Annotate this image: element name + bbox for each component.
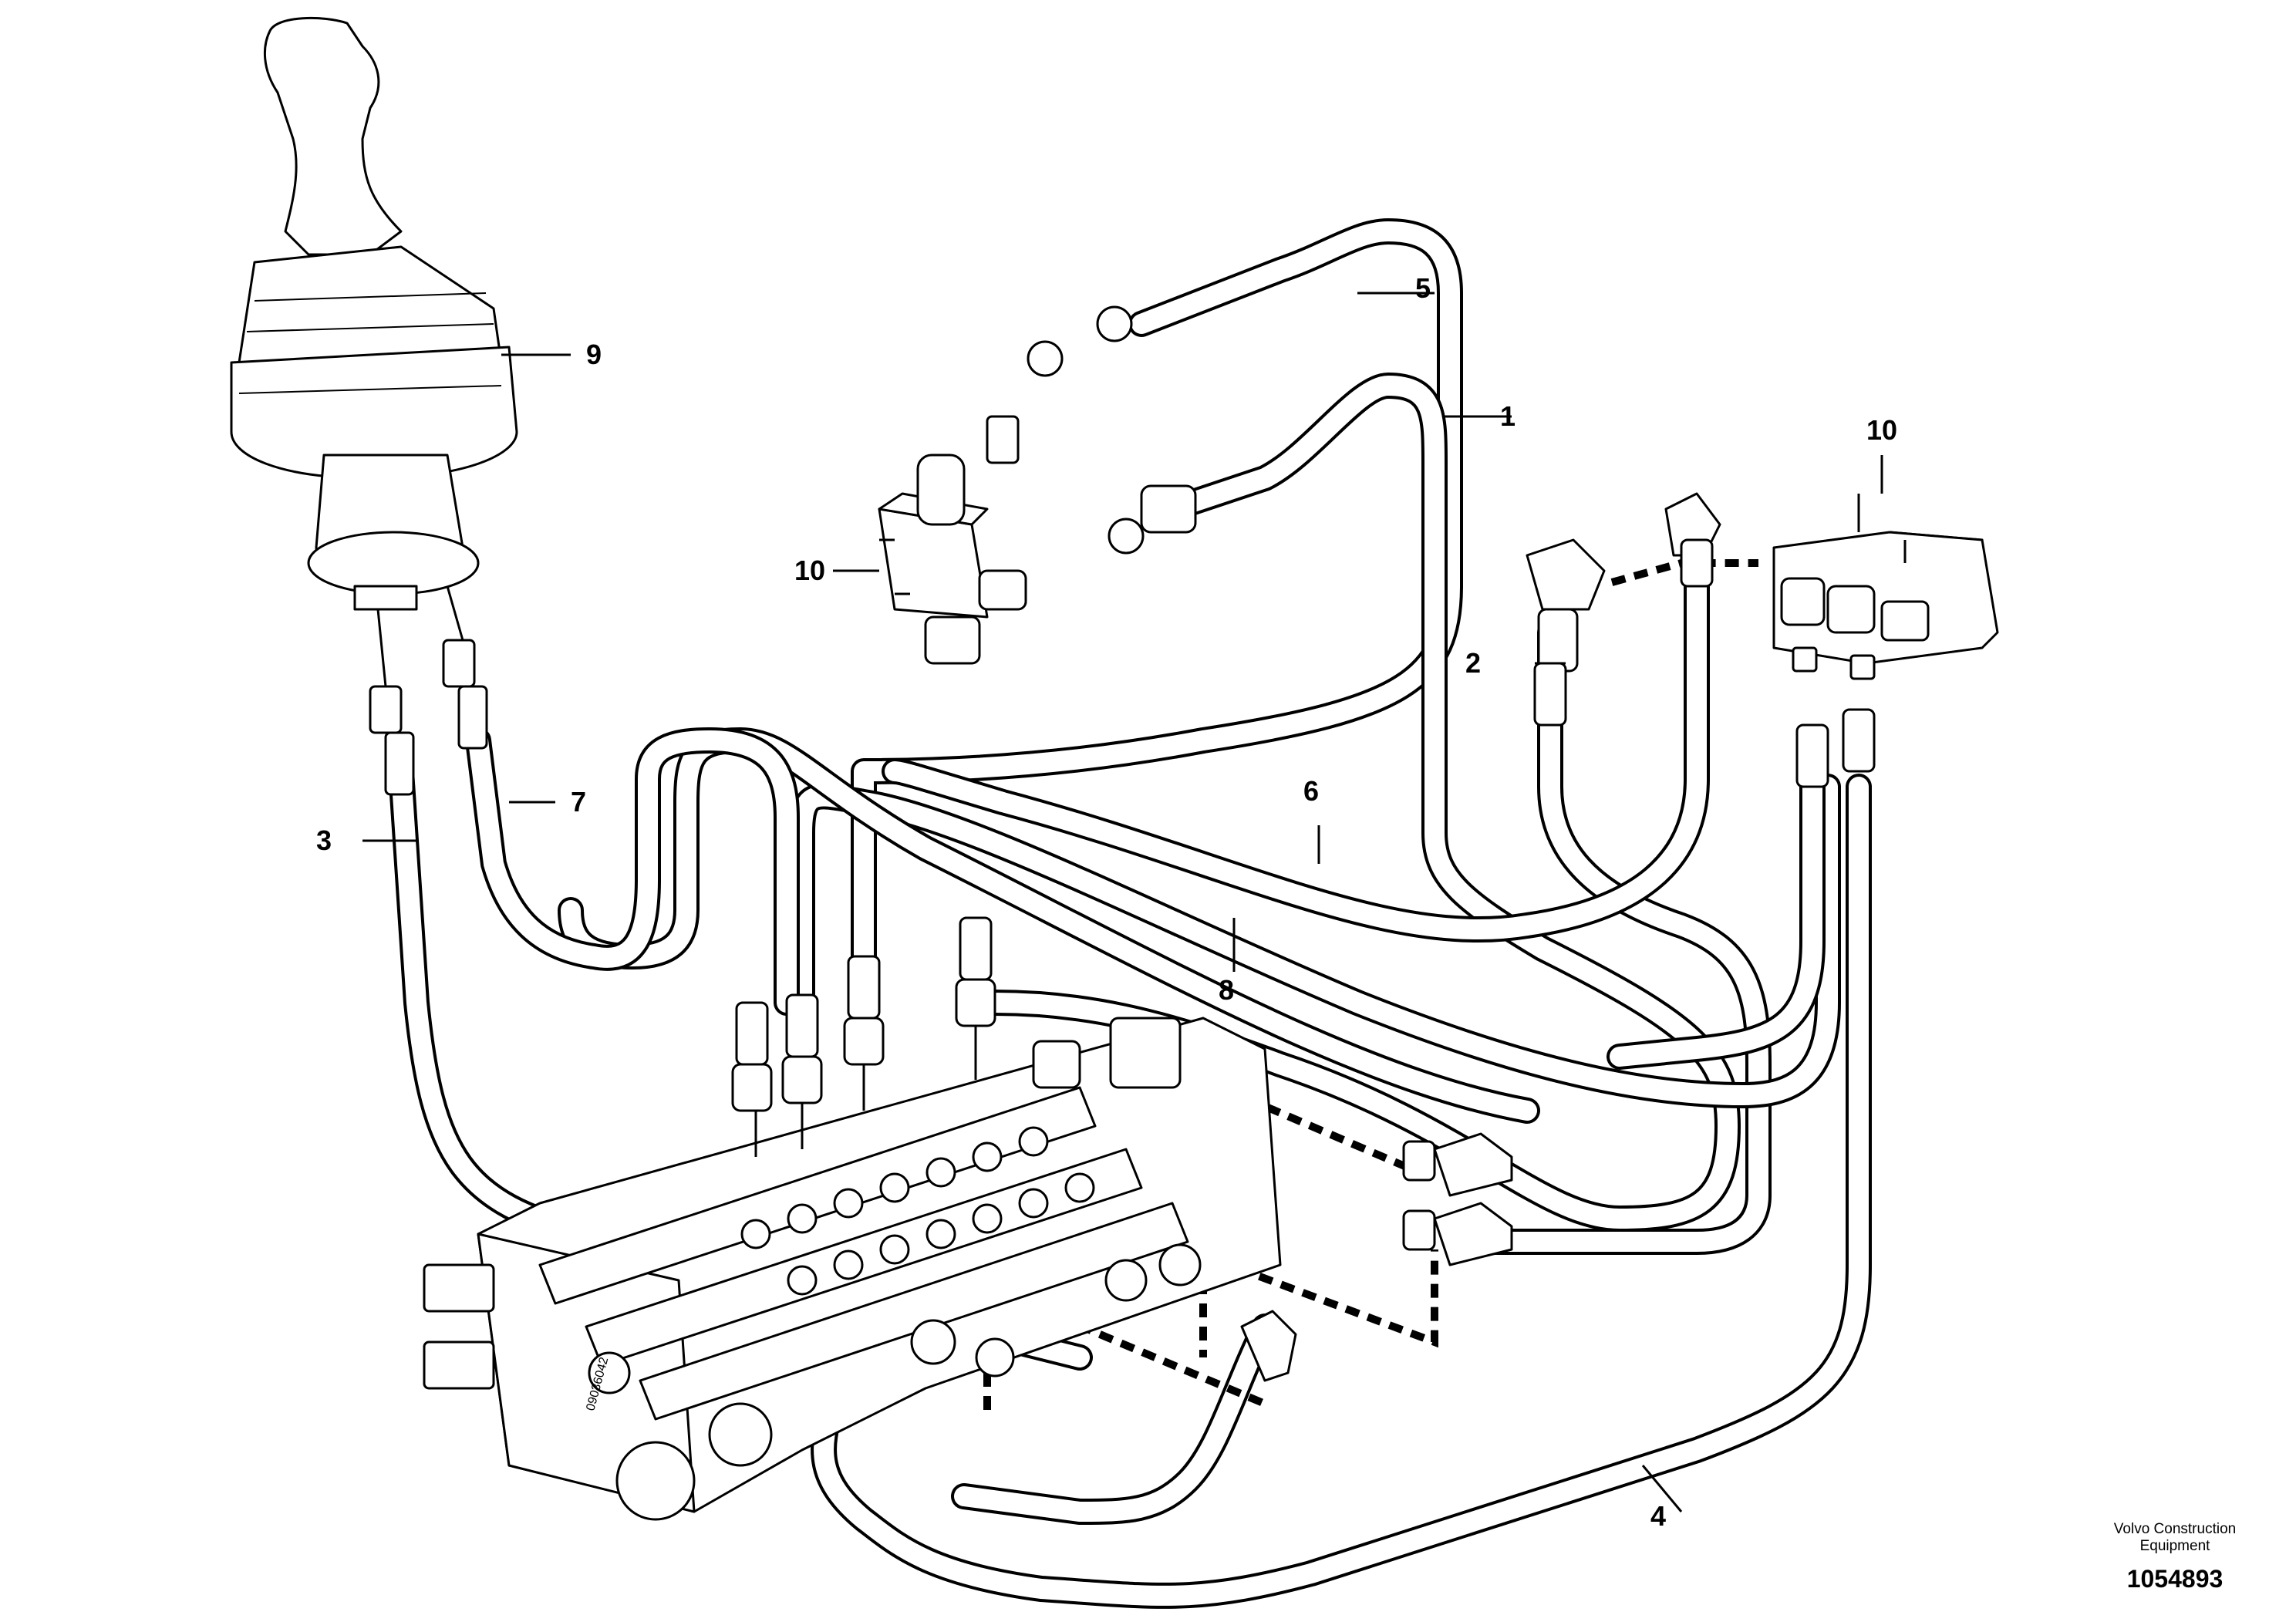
- company-line-1: Volvo Construction: [2114, 1521, 2236, 1537]
- figure-number: 1054893: [2127, 1565, 2224, 1593]
- hose-4: [811, 774, 1872, 1609]
- callout-10-right: 10: [1866, 414, 1897, 446]
- callout-2: 2: [1465, 647, 1481, 679]
- leader-lines: [362, 292, 1883, 1512]
- callout-10-left: 10: [794, 555, 825, 586]
- callout-3: 3: [316, 824, 332, 856]
- hose-2-fittings: [1526, 492, 1721, 727]
- valve-top-fittings: [731, 916, 996, 1157]
- hose-2: [1468, 619, 1772, 1255]
- callout-1: 1: [1500, 400, 1515, 432]
- callout-5: 5: [1415, 272, 1431, 304]
- hose-return: [951, 1313, 1278, 1525]
- callout-labels: 1 2 3 4 5 6 7 8 9 10 10: [316, 272, 1897, 1532]
- callout-6: 6: [1303, 775, 1319, 807]
- callout-9: 9: [586, 339, 602, 370]
- hose-6: [882, 542, 1710, 943]
- footer-credit: Volvo Construction Equipment 1054893: [2114, 1521, 2236, 1593]
- joystick-fittings: [369, 585, 488, 796]
- joystick-assembly: [230, 17, 518, 611]
- callout-7: 7: [571, 786, 586, 818]
- callout-4: 4: [1650, 1500, 1666, 1532]
- hose-7: [465, 727, 800, 1016]
- solenoid-valve-right: [1772, 494, 1999, 788]
- solenoid-valve-left: [878, 305, 1197, 665]
- callout-8: 8: [1219, 974, 1234, 1006]
- valve-side-fittings: [1240, 1132, 1513, 1382]
- company-line-2: Equipment: [2140, 1538, 2211, 1554]
- hose-pilot-short: [1607, 727, 1826, 1070]
- control-valve-block: 09036042: [423, 1017, 1282, 1521]
